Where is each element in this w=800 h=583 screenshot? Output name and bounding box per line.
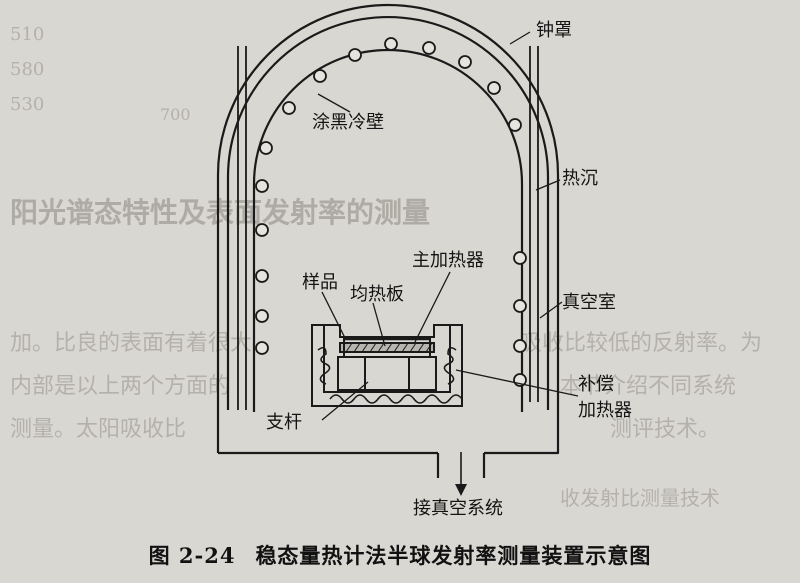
bleed-line: 吸收比较低的反射率。为: [520, 331, 762, 356]
leader-soaking-plate: [372, 302, 386, 347]
cooling-tube-circle: [259, 141, 273, 155]
label-bell-jar: 钟罩: [536, 20, 572, 41]
cooling-tubes: [255, 37, 527, 387]
cooling-tube-circle: [255, 309, 269, 323]
bleed-heading: 阳光谱态特性及表面发射率的测量: [10, 196, 430, 229]
label-heater: 加热器: [578, 400, 632, 421]
compensation-heater-coil: [317, 346, 463, 404]
bleed-num: 510: [10, 24, 44, 45]
figure-title: 稳态量热计法半球发射率测量装置示意图: [255, 543, 652, 568]
leader-compensation: [455, 369, 579, 397]
label-cold-wall: 涂黑冷壁: [312, 112, 384, 133]
bleed-num: 530: [10, 94, 44, 115]
cooling-tube-circle: [313, 69, 327, 83]
cooling-tube-circle: [422, 41, 436, 55]
cooling-tube-circle: [255, 179, 269, 193]
cooling-tube-circle: [282, 101, 296, 115]
bleed-line: 内部是以上两个方面的: [10, 374, 230, 399]
cooling-tube-circle: [384, 37, 398, 51]
bleed-line: 测量。太阳吸收比: [10, 417, 186, 442]
label-sample: 样品: [302, 272, 338, 293]
cooling-tube-circle: [508, 118, 522, 132]
leader-sample: [321, 291, 347, 341]
cooling-tube-circle: [255, 341, 269, 355]
soaking-plate: [339, 342, 435, 353]
label-vacuum-chamber: 真空室: [562, 292, 616, 313]
bleed-num: 580: [10, 59, 44, 80]
label-vacuum-system: 接真空系统: [413, 498, 503, 519]
figure-caption: 图 2-24 稳态量热计法半球发射率测量装置示意图: [0, 540, 800, 574]
leader-heat-sink: [535, 179, 561, 191]
cooling-tube-circle: [348, 48, 362, 62]
cooling-tube-circle: [458, 55, 472, 69]
cooling-tube-circle: [513, 251, 527, 265]
leader-vacuum-chamber: [539, 301, 563, 319]
label-main-heater: 主加热器: [412, 250, 484, 271]
compensation-heater-lid: [312, 324, 462, 338]
background-bleed-text: 510 580 530 700 阳光谱态特性及表面发射率的测量 加。比良的表面有…: [10, 24, 762, 510]
leader-bell-jar: [509, 31, 531, 45]
cooling-tube-circle: [513, 339, 527, 353]
exhaust-arrow-head: [455, 484, 467, 496]
bleed-line: 测评技术。: [610, 417, 720, 442]
cooling-tube-circle: [255, 223, 269, 237]
label-compensation: 补偿: [578, 374, 614, 395]
label-soaking-plate: 均热板: [350, 284, 404, 305]
figure-number: 图 2-24: [148, 543, 236, 568]
inner-cavity: [337, 356, 437, 391]
soaking-plate-hatching: [345, 342, 433, 353]
leader-strut: [321, 381, 369, 421]
bleed-line: 本节介绍不同系统: [560, 374, 736, 399]
leader-main-heater: [414, 271, 451, 343]
leader-lines: [317, 31, 579, 421]
cooling-tube-circle: [513, 299, 527, 313]
leader-cold-wall: [317, 93, 351, 113]
cooling-tube-circle: [487, 81, 501, 95]
cooling-tube-circle: [255, 269, 269, 283]
bell-jar-outer-wall: [216, 3, 560, 455]
bleed-line: 收发射比测量技术: [560, 486, 720, 510]
label-heat-sink: 热沉: [562, 168, 598, 189]
bleed-num: 700: [160, 105, 191, 124]
label-strut: 支杆: [266, 412, 302, 433]
heat-sink-wall: [226, 15, 550, 410]
bleed-line: 加。比良的表面有着很大: [10, 331, 252, 356]
